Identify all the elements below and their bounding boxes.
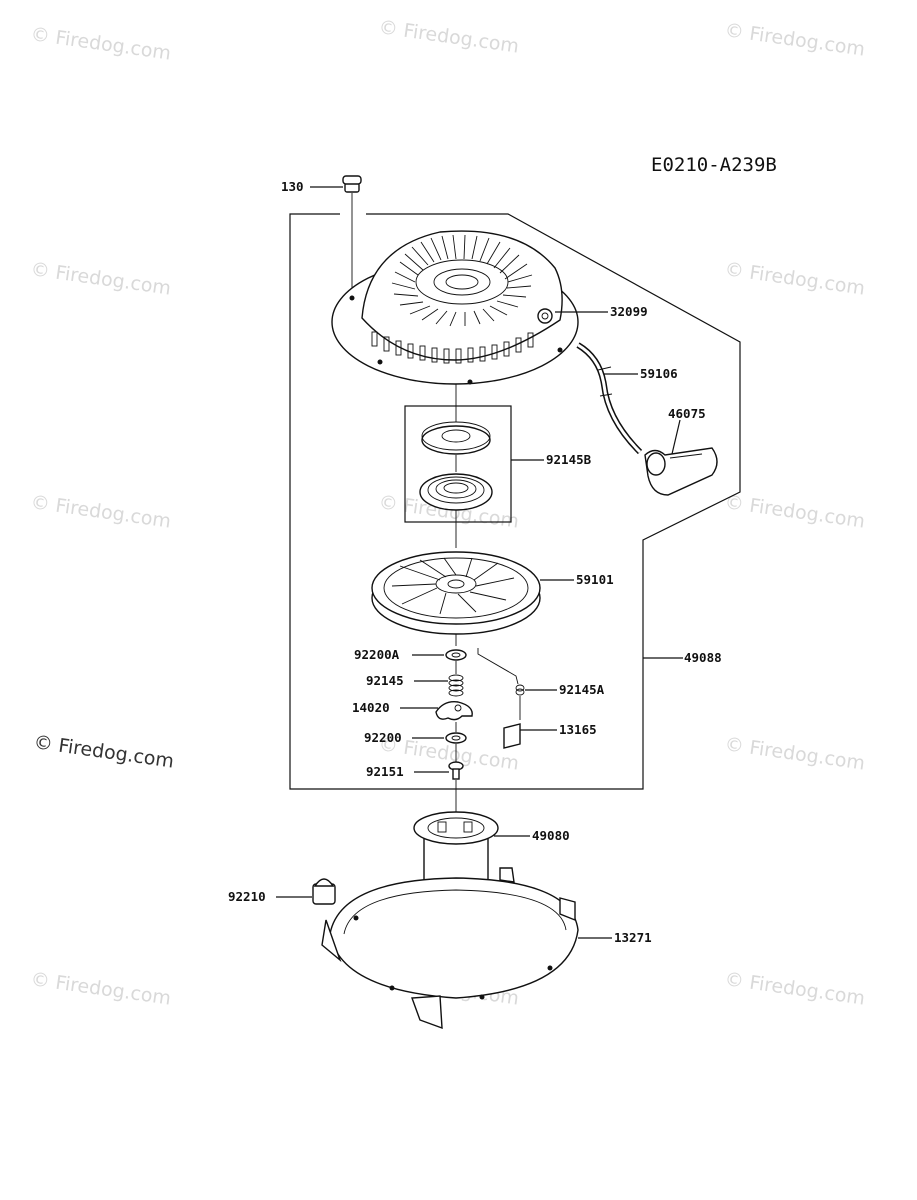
label-49088: 49088 [684,650,722,665]
friction-plate-13165 [503,723,521,749]
watermark: © Firedog.com [723,491,866,532]
handle-46075 [644,447,718,496]
label-59106: 59106 [640,366,678,381]
bolt-130 [342,175,362,298]
watermark: © Firedog.com [29,968,172,1009]
spring-92145 [448,674,464,697]
label-14020: 14020 [352,700,390,715]
assembly-outline [289,213,741,790]
label-92151: 92151 [366,764,404,779]
ratchet-14020 [435,701,473,721]
watermark: © Firedog.com [377,16,520,57]
reel-59101 [371,551,541,646]
washer-92200A [445,649,467,661]
spring-92145A [515,684,525,696]
watermark: © Firedog.com [723,19,866,60]
watermark: © Firedog.com [723,968,866,1009]
watermark: © Firedog.com [723,258,866,299]
watermark: © Firedog.com [723,733,866,774]
label-130: 130 [281,179,304,194]
bolt-92151 [448,761,464,780]
label-92145B: 92145B [546,452,592,467]
label-13165: 13165 [559,722,597,737]
watermark: © Firedog.com [29,491,172,532]
label-59101: 59101 [576,572,614,587]
label-92210: 92210 [228,889,266,904]
spring-box-92145B [404,384,512,548]
label-92145A: 92145A [559,682,605,697]
washer-92200 [445,732,467,744]
leader-lines [276,186,683,939]
watermark: © Firedog.com [29,258,172,299]
label-92200: 92200 [364,730,402,745]
label-13271: 13271 [614,930,652,945]
rope-59106 [576,342,643,455]
label-92200A: 92200A [354,647,400,662]
part-labels: 130 32099 59106 46075 92145B 59101 49088… [228,179,722,945]
diagram-code: E0210-A239B [651,154,777,176]
watermark: © Firedog.com [29,23,172,64]
watermark-dark: © Firedog.com [32,731,175,772]
nut-92210 [312,878,336,905]
label-46075: 46075 [668,406,706,421]
starter-cup-13271 [321,867,579,1030]
starter-case-32099 [331,230,579,385]
label-49080: 49080 [532,828,570,843]
label-92145: 92145 [366,673,404,688]
label-32099: 32099 [610,304,648,319]
